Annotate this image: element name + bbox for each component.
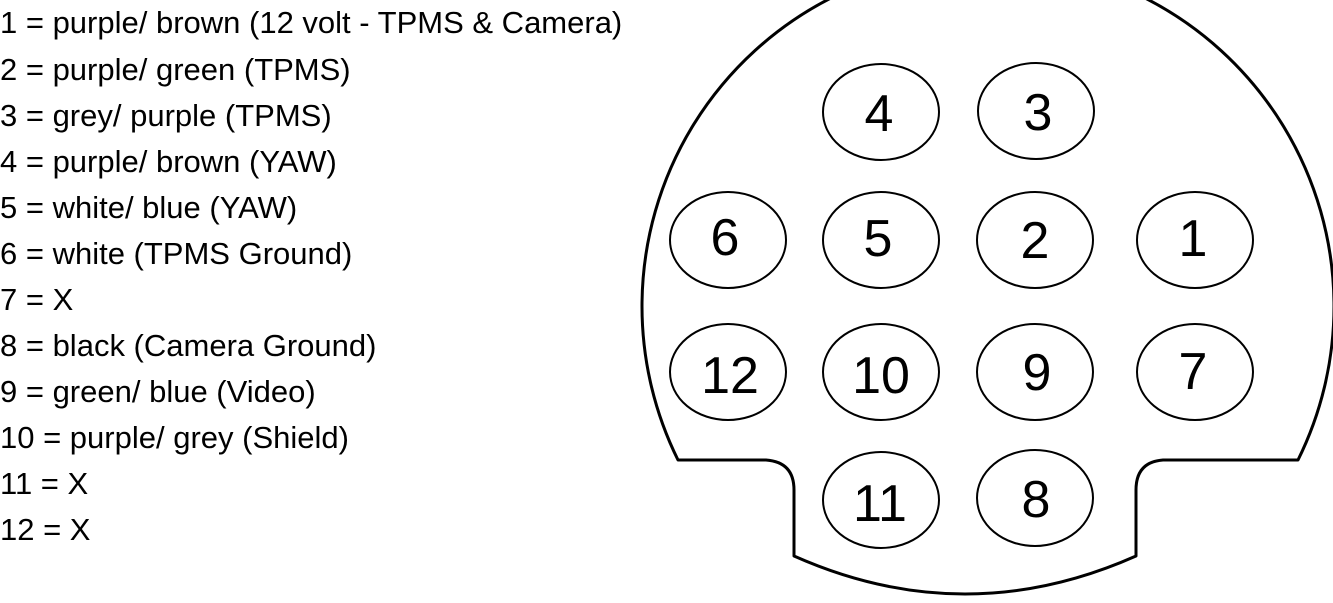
pin-10: 10 — [822, 323, 940, 421]
pin-3: 3 — [977, 62, 1095, 160]
legend-item-pin-7: 7 = X — [0, 282, 74, 317]
pin-6-label: 6 — [711, 209, 740, 267]
pin-8: 8 — [976, 449, 1094, 547]
legend-item-pin-10: 10 = purple/ grey (Shield) — [0, 420, 349, 455]
legend-item-pin-6: 6 = white (TPMS Ground) — [0, 236, 353, 271]
pin-8-label: 8 — [1022, 471, 1051, 529]
legend-item-pin-4: 4 = purple/ brown (YAW) — [0, 144, 337, 179]
pin-2-label: 2 — [1021, 212, 1050, 270]
pin-8-outline — [976, 449, 1094, 547]
legend-item-pin-1: 1 = purple/ brown (12 volt - TPMS & Came… — [0, 5, 623, 40]
pin-10-outline — [822, 323, 940, 421]
pin-7-label: 7 — [1179, 343, 1208, 401]
pin-9: 9 — [976, 323, 1094, 421]
legend-item-pin-3: 3 = grey/ purple (TPMS) — [0, 98, 332, 133]
pin-1-outline — [1136, 191, 1254, 289]
pin-3-outline — [977, 62, 1095, 160]
legend-item-pin-2: 2 = purple/ green (TPMS) — [0, 52, 351, 87]
pin-6: 6 — [669, 191, 787, 289]
pin-7-outline — [1136, 323, 1254, 421]
pin-12-label: 12 — [701, 347, 759, 405]
pin-9-label: 9 — [1023, 344, 1052, 402]
pin-2-outline — [976, 191, 1094, 289]
pin-1: 1 — [1136, 191, 1254, 289]
pin-1-label: 1 — [1179, 210, 1208, 268]
legend-item-pin-12: 12 = X — [0, 512, 91, 547]
pin-5: 5 — [822, 191, 940, 289]
pin-3-label: 3 — [1024, 84, 1053, 142]
connector-outline — [640, 0, 1333, 596]
pin-6-outline — [669, 191, 787, 289]
pin-11-outline — [822, 451, 940, 549]
legend-item-pin-11: 11 = X — [0, 466, 89, 501]
legend-item-pin-9: 9 = green/ blue (Video) — [0, 374, 316, 409]
pin-12: 12 — [669, 323, 787, 421]
legend-item-pin-5: 5 = white/ blue (YAW) — [0, 190, 298, 225]
legend-item-pin-8: 8 = black (Camera Ground) — [0, 328, 377, 363]
pin-10-label: 10 — [852, 347, 910, 405]
pin-7: 7 — [1136, 323, 1254, 421]
pin-9-outline — [976, 323, 1094, 421]
pin-2: 2 — [976, 191, 1094, 289]
pin-11-label: 11 — [853, 475, 907, 533]
pin-5-outline — [822, 191, 940, 289]
pin-4-label: 4 — [865, 85, 894, 143]
pin-4: 4 — [822, 63, 940, 161]
pin-5-label: 5 — [864, 210, 893, 268]
pin-12-outline — [669, 323, 787, 421]
pin-11: 11 — [822, 451, 940, 549]
pin-4-outline — [822, 63, 940, 161]
